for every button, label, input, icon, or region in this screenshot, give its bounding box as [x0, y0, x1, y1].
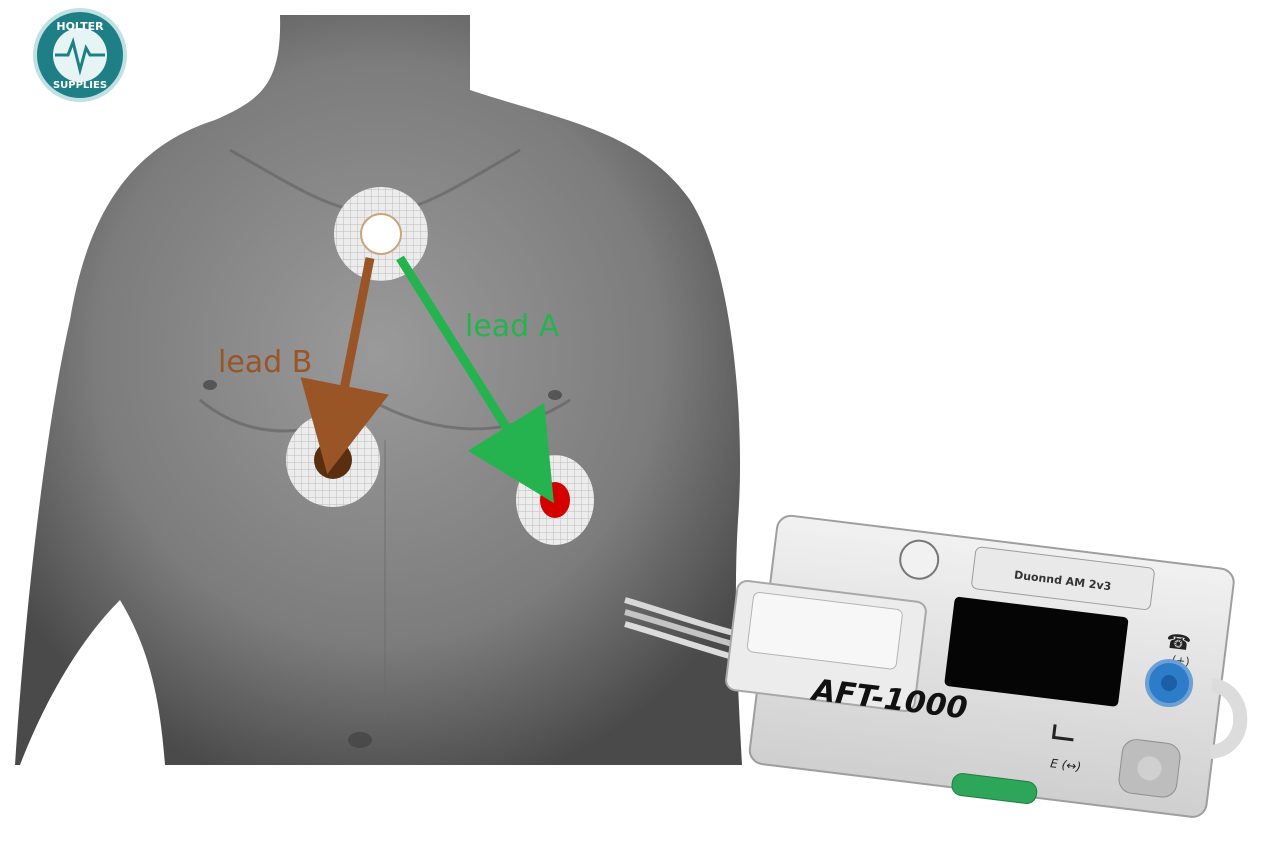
lead-b-label: lead B: [218, 345, 312, 380]
holter-recorder-device: Duonnd AM 2v3 ☎ (+) E (↔) AFT-1000: [716, 510, 1236, 825]
torso-photo: [15, 15, 742, 765]
phone-icon: ☎: [1165, 628, 1193, 655]
electrode-top: [334, 187, 428, 281]
lead-a-label: lead A: [465, 309, 560, 344]
holter-supplies-logo: HOLTER SUPPLIES: [35, 10, 125, 100]
logo-text-bottom: SUPPLIES: [53, 80, 107, 91]
logo-text-top: HOLTER: [56, 20, 104, 33]
electrode-red: [516, 455, 594, 545]
